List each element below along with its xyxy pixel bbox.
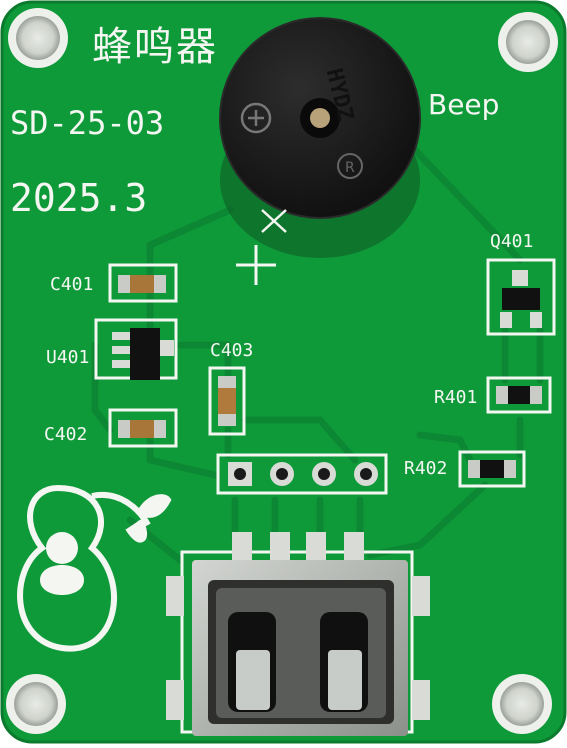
usb-a-connector bbox=[166, 532, 430, 736]
mounting-hole-tr bbox=[498, 12, 558, 72]
board-date: 2025.3 bbox=[10, 176, 148, 220]
ref-c401: C401 bbox=[50, 274, 94, 295]
buzzer-label: Beep bbox=[428, 88, 500, 121]
transistor-q401 bbox=[486, 258, 556, 336]
resistor-r401 bbox=[486, 376, 552, 414]
board-model: SD-25-03 bbox=[10, 104, 165, 142]
copper-traces bbox=[91, 146, 544, 564]
ref-u401: U401 bbox=[46, 347, 90, 368]
mounting-hole-bl bbox=[6, 674, 66, 734]
buzzer: R bbox=[219, 17, 421, 258]
gourd-logo-fill bbox=[40, 532, 84, 595]
ref-r401: R401 bbox=[434, 387, 478, 408]
ref-c402: C402 bbox=[44, 424, 88, 445]
gourd-logo bbox=[17, 484, 172, 652]
pin-header bbox=[216, 453, 388, 495]
ref-q401: Q401 bbox=[490, 231, 534, 252]
plus-icon bbox=[236, 245, 276, 285]
capacitor-c402 bbox=[108, 408, 178, 448]
resistor-r402 bbox=[458, 450, 526, 488]
mounting-hole-br bbox=[492, 674, 552, 734]
svg-text:R: R bbox=[345, 160, 355, 176]
ic-u401 bbox=[94, 318, 178, 380]
capacitor-c403 bbox=[208, 366, 246, 436]
mounting-hole-tl bbox=[8, 8, 68, 68]
polarity-mark bbox=[261, 209, 287, 233]
capacitor-c401 bbox=[108, 263, 178, 303]
ref-r402: R402 bbox=[404, 458, 448, 479]
board-title-cn: 蜂鸣器 bbox=[92, 24, 218, 70]
ref-c403: C403 bbox=[210, 340, 254, 361]
